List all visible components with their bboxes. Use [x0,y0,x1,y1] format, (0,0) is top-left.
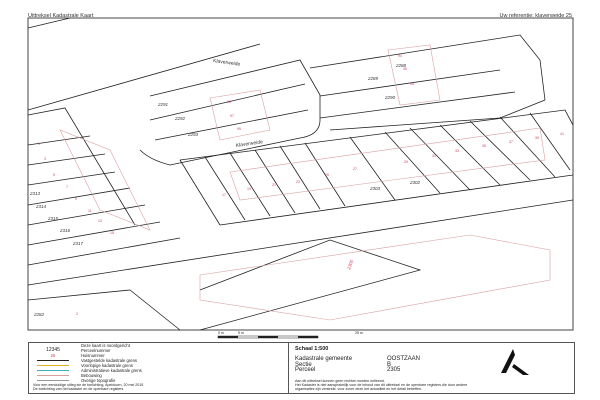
house-number: 2 [76,312,78,316]
scale-label: 0 m [218,331,224,335]
house-number: 21 [272,183,276,187]
disclaimer: Aan dit uittreksel kunnen geen rechten w… [295,379,385,383]
legend-item: Voorlopige kadastrale grens [29,363,289,368]
reference-text: Uw referentie: klaverweide 25 [499,13,572,19]
parcel-number: 2317 [72,241,84,246]
legend-item: Vastgestelde kadastrale grens [29,358,289,363]
parcel-number: 2313 [29,191,41,196]
house-number: 97 [230,114,234,118]
house-number: 41 [560,132,564,136]
house-number: 96 [403,67,407,71]
house-number: 33 [455,149,459,153]
house-number: 19 [247,187,251,191]
parcel-number: 2282 [33,312,45,317]
legend-item: 25 Huisnummer [29,353,289,358]
perceel-label: Perceel [295,367,316,373]
legend-item: Deze kaart is noordgericht [29,343,289,348]
scale-label: 25 m [355,331,363,335]
parcel-number: 2316 [59,228,71,233]
legend-label: Huisnummer [81,353,105,358]
perceel-value: 2305 [387,367,401,373]
legend-label: Overige topografie [81,378,116,383]
street-labels: Klaverweide Klaverweide [213,58,264,149]
kadastrale-gemeente-value: OOSTZAAN [387,356,421,362]
parcel-number: 2288 [395,63,407,68]
kadastrale-gemeente-label: Kadastrale gemeente [295,356,353,362]
sectie-label: Sectie [295,361,312,368]
house-number: 3 [44,157,46,161]
document-title: Uittreksel Kadastrale Kaart [28,13,94,19]
legend-note: Voor een eenduidige uitleg zie de toelic… [33,383,144,387]
house-number: 99 [237,127,241,131]
kadaster-logo-icon [501,349,529,375]
legend-item: Administratieve kadastrale grens [29,368,289,373]
legend-item: Overige topografie [29,378,289,383]
house-number: 5 [53,173,55,177]
street-name: Klaverweide [235,139,263,149]
house-number: 39 [535,136,539,140]
house-numbers: 95 97 99 94 96 98 1 3 5 7 9 11 13 15 17 … [38,54,564,316]
legend-item: Bebouwing [29,373,289,378]
legend-label: Vastgestelde kadastrale grens [81,358,138,363]
house-number: 29 [404,160,408,164]
parcel-number: 2302 [409,180,421,185]
parcel-number: 2292 [174,116,186,121]
house-number: 7 [66,185,68,189]
house-number: 15 [110,231,114,235]
disclaimer: organisaties zijn verstrekt, voor zover … [295,387,422,391]
map-frame [27,17,574,331]
parcel-labels: 2288 2289 2290 2291 2292 2293 2313 2314 … [29,63,421,317]
house-number: 9 [75,197,77,201]
parcel-number: 2289 [367,76,379,81]
legend: Deze kaart is noordgericht 12345 Perceeln… [28,342,289,394]
scale-text: Schaal 1:500 [295,346,329,352]
house-number: 17 [222,193,226,197]
legend-sample: 25 [50,353,56,358]
legend-label: Deze kaart is noordgericht [81,343,130,348]
parcel-number: 2315 [47,216,59,221]
house-number: 31 [432,154,436,158]
house-number: 25 [325,173,329,177]
disclaimer: Het Kadaster is niet aansprakelijk voor … [295,383,468,387]
legend-label: Administratieve kadastrale grens [81,368,142,373]
house-number: 94 [398,54,402,58]
buildings [59,44,551,321]
street-name: Klaverweide [213,58,241,68]
parcel-number: 2305 [346,259,355,272]
parcel-number: 2314 [35,204,47,209]
scale-bar: 0 m 5 m 25 m [217,331,363,339]
house-number: 98 [410,82,414,86]
house-number: 1 [38,142,40,146]
parcel-number: 2291 [157,102,169,107]
parcel-boundaries [27,17,574,331]
legend-label: Voorlopige kadastrale grens [81,363,133,368]
house-number: 13 [98,219,102,223]
info-panel: Schaal 1:500 Kadastrale gemeente Sectie … [288,342,575,394]
scale-label: 5 m [238,331,244,335]
house-number: 35 [482,144,486,148]
sectie-value: B [387,361,392,368]
house-number: 27 [353,167,357,171]
legend-note: De toelichting van het kadaster en de op… [33,387,124,391]
parcel-number: 2303 [369,186,381,191]
legend-label: Bebouwing [81,373,102,378]
parcel-number: 2293 [187,132,199,137]
parcel-number: 2290 [384,95,396,100]
legend-label: Perceelnummer [81,348,111,353]
house-number: 11 [88,209,92,213]
house-number: 37 [509,140,513,144]
legend-sample: 12345 [46,347,60,353]
legend-item: 12345 Perceelnummer [29,347,289,354]
house-number: 95 [227,100,231,104]
house-number: 23 [296,180,300,184]
